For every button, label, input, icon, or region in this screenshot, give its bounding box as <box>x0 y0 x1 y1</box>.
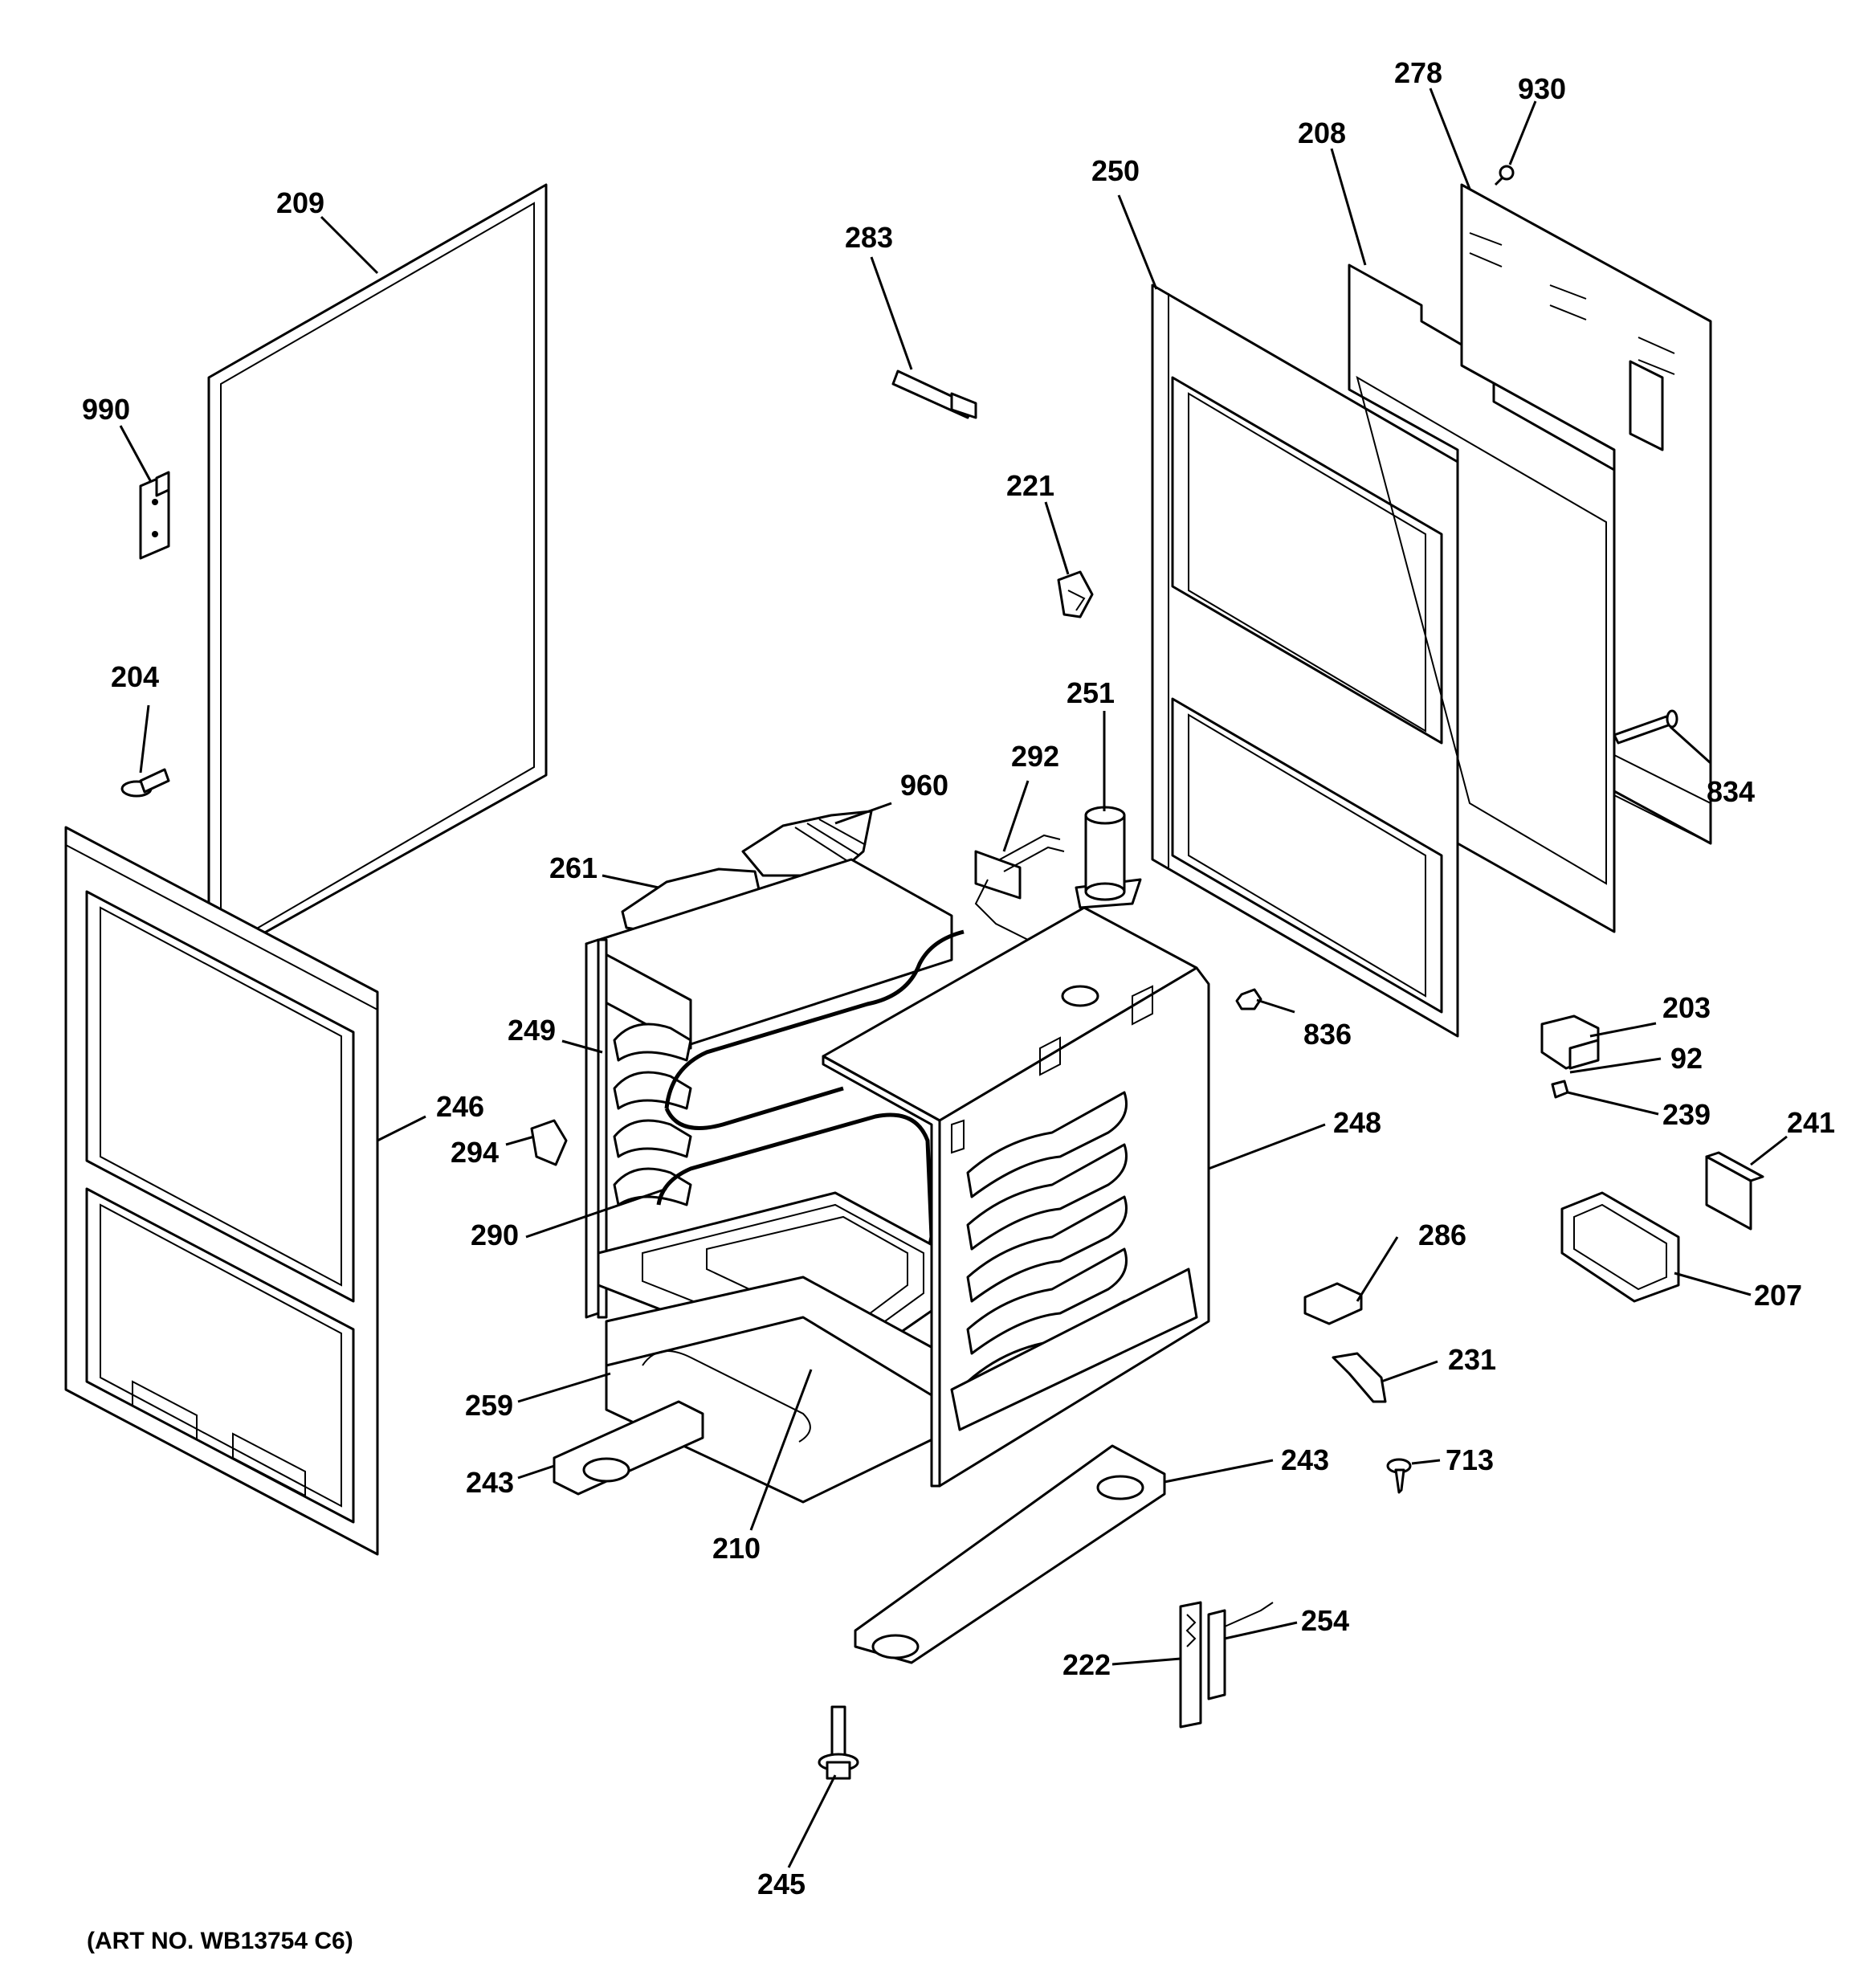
callout-245: 245 <box>757 1868 806 1900</box>
callout-204: 204 <box>111 660 159 693</box>
part-231-clip <box>1332 1352 1387 1403</box>
part-243-rail-left <box>553 1400 704 1496</box>
part-250-rear-wall <box>1151 284 1459 1038</box>
part-221-clip <box>1057 570 1094 618</box>
part-259-bottom-tray <box>605 1276 937 1504</box>
part-286-latch <box>1303 1282 1363 1325</box>
callout-259: 259 <box>465 1389 513 1422</box>
part-208-insulation <box>1348 263 1616 933</box>
callout-990: 990 <box>82 393 130 426</box>
callout-960: 960 <box>900 769 948 802</box>
callout-241: 241 <box>1787 1106 1835 1139</box>
part-241-bracket <box>1705 1151 1764 1231</box>
callout-834: 834 <box>1707 775 1755 808</box>
callout-250: 250 <box>1091 154 1140 187</box>
part-990-bracket <box>139 471 170 560</box>
part-248-cavity-right <box>822 906 1210 1488</box>
part-283-sensor <box>891 369 977 419</box>
part-254-hinge-receiver <box>1207 1602 1274 1700</box>
callout-labels: 278 930 208 250 209 283 990 221 204 251 … <box>82 56 1835 1900</box>
callout-290: 290 <box>471 1219 519 1251</box>
part-292-terminal-block <box>974 834 1065 941</box>
part-246-front-frame <box>64 826 379 1556</box>
callout-286: 286 <box>1418 1219 1466 1251</box>
callout-221: 221 <box>1006 469 1054 502</box>
part-294-clip <box>530 1119 568 1166</box>
callout-249: 249 <box>508 1014 556 1047</box>
callout-222: 222 <box>1062 1648 1111 1681</box>
part-251-cylinder <box>1075 806 1142 909</box>
callout-243-left: 243 <box>466 1466 514 1499</box>
part-222-hinge <box>1179 1601 1202 1729</box>
part-836-nut <box>1235 988 1262 1010</box>
part-245-leveling-leg <box>818 1705 859 1780</box>
part-960-insulation-pad <box>741 810 873 877</box>
callout-231: 231 <box>1448 1343 1496 1376</box>
part-203-switch <box>1540 1014 1600 1070</box>
callout-92: 92 <box>1670 1042 1703 1075</box>
part-278-back-cover <box>1460 183 1712 845</box>
part-930-screw <box>1494 165 1515 186</box>
callout-209: 209 <box>276 186 324 219</box>
part-249-cavity-left <box>585 858 953 1319</box>
callout-203: 203 <box>1662 991 1711 1024</box>
callout-208: 208 <box>1298 116 1346 149</box>
callout-713: 713 <box>1446 1443 1494 1476</box>
part-713-screw <box>1386 1458 1412 1494</box>
part-204-screw <box>120 768 170 798</box>
callout-207: 207 <box>1754 1279 1802 1312</box>
callout-261: 261 <box>549 851 598 884</box>
callout-930: 930 <box>1518 72 1566 105</box>
callout-248: 248 <box>1333 1106 1381 1139</box>
callout-243-right: 243 <box>1281 1443 1329 1476</box>
callout-254: 254 <box>1301 1604 1349 1637</box>
callout-210: 210 <box>712 1532 761 1565</box>
callout-246: 246 <box>436 1090 484 1123</box>
leader-lines <box>119 88 1788 1868</box>
callout-278: 278 <box>1394 56 1442 89</box>
part-243-rail-right <box>854 1444 1166 1664</box>
callout-836: 836 <box>1303 1018 1352 1051</box>
part-207-bracket <box>1560 1191 1680 1303</box>
art-number-caption: (ART NO. WB13754 C6) <box>87 1928 353 1954</box>
part-239-washer <box>1551 1080 1569 1099</box>
callout-251: 251 <box>1067 676 1115 709</box>
callout-283: 283 <box>845 221 893 254</box>
part-209-side-panel <box>207 183 548 965</box>
callout-239: 239 <box>1662 1098 1711 1131</box>
callout-292: 292 <box>1011 740 1059 773</box>
callout-294: 294 <box>451 1136 499 1169</box>
